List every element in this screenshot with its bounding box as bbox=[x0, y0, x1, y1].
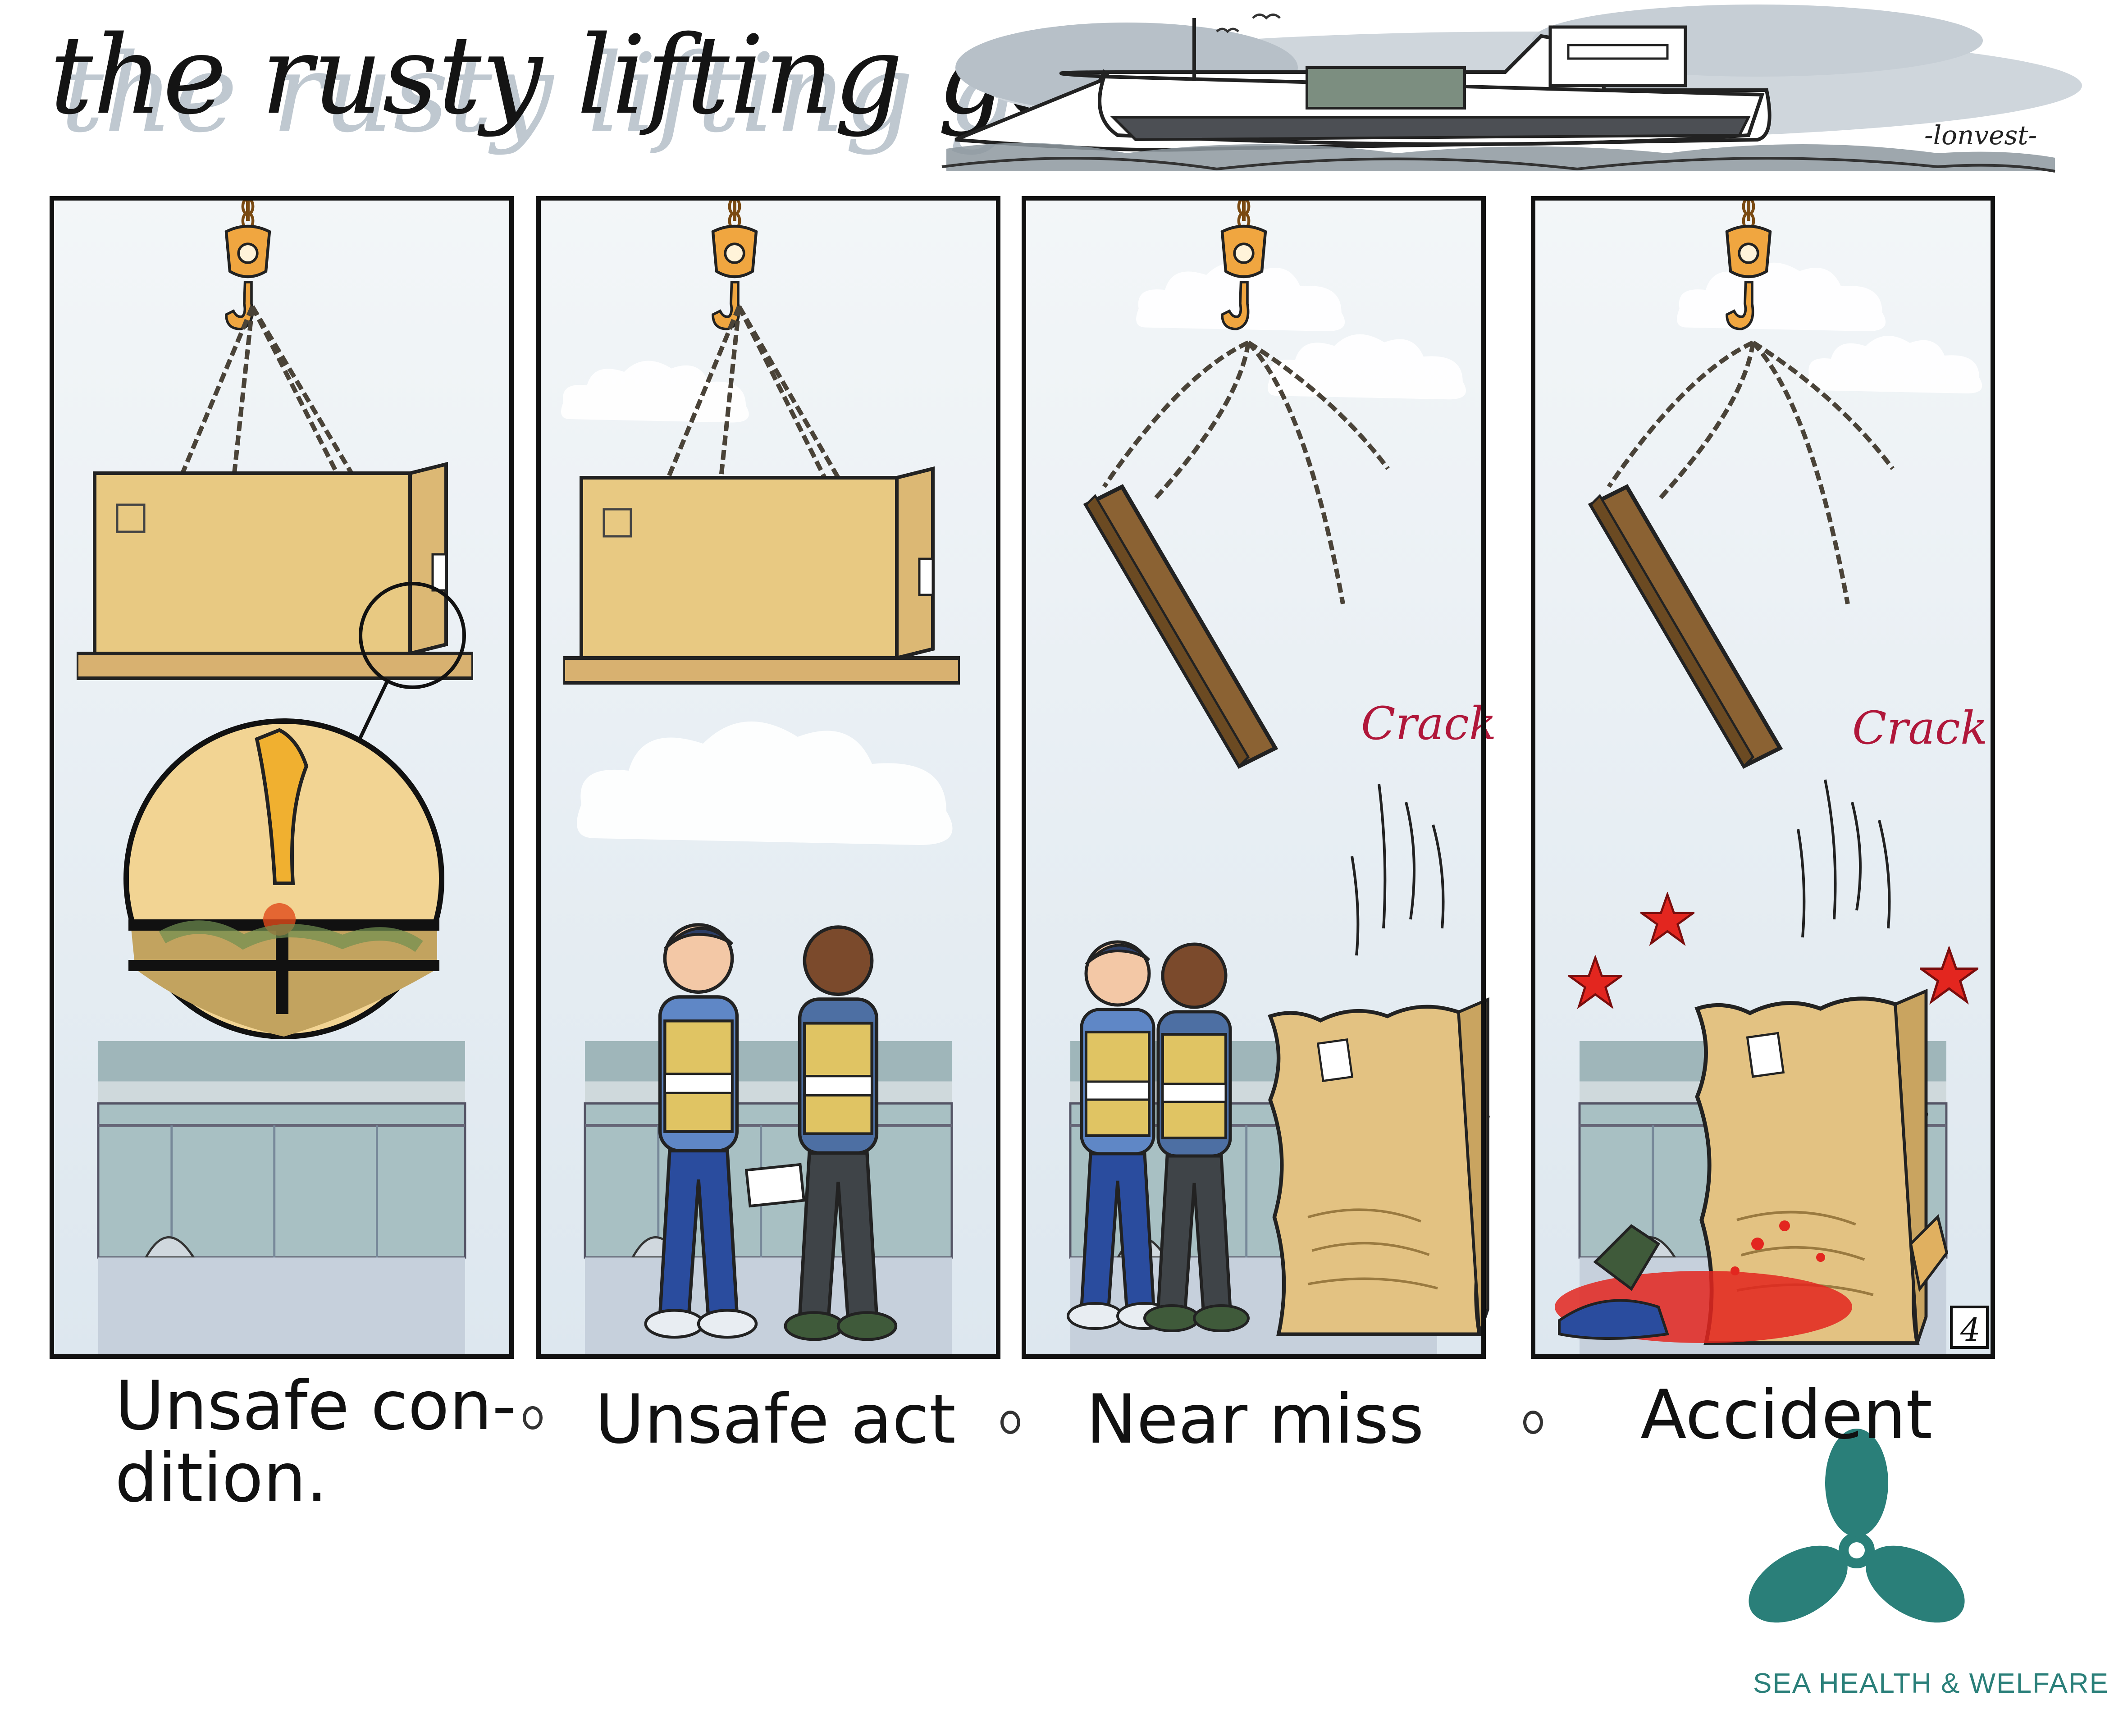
caption-accident: Accident bbox=[1640, 1376, 1932, 1454]
page-number-box bbox=[1950, 1306, 1989, 1349]
rust-closeup bbox=[123, 718, 444, 1039]
ship-illustration bbox=[941, 5, 2082, 173]
cargo-crate bbox=[563, 469, 960, 683]
panel-3: Crack bbox=[1024, 198, 1497, 1357]
separator-dot bbox=[1523, 1411, 1543, 1434]
broken-chains bbox=[1102, 340, 1390, 604]
brand-name: SEA HEALTH & WELFARE bbox=[1753, 1668, 2109, 1699]
caption-unsafe-condition-line2: dition. bbox=[115, 1439, 328, 1517]
artist-signature: -lonvest- bbox=[1924, 120, 2037, 151]
ship-railing bbox=[98, 1041, 465, 1357]
page-number: 4 bbox=[1960, 1311, 1981, 1348]
caption-near-miss: Near miss bbox=[1086, 1380, 1424, 1459]
motion-lines bbox=[1797, 779, 1891, 938]
broken-chains bbox=[1607, 340, 1895, 604]
crushed-crate bbox=[1270, 1000, 1488, 1334]
magnifier-ring bbox=[359, 582, 466, 689]
cargo-crate bbox=[77, 464, 473, 678]
caption-unsafe-act: Unsafe act bbox=[595, 1380, 956, 1459]
panel-borders bbox=[50, 196, 1995, 1359]
panel-4: Crack 4 bbox=[1533, 198, 1993, 1357]
crack-sound-text: Crack bbox=[1361, 697, 1497, 750]
caption-unsafe-condition-line1: Unsafe con- bbox=[115, 1367, 517, 1445]
panel-1 bbox=[52, 198, 511, 1357]
separator-dot bbox=[523, 1406, 543, 1430]
motion-lines bbox=[1351, 784, 1445, 956]
propeller-icon bbox=[1749, 1429, 1965, 1623]
panel-2 bbox=[539, 198, 998, 1357]
crushed-workers bbox=[1555, 1214, 1949, 1343]
crack-sound-text: Crack bbox=[1852, 702, 1988, 754]
separator-dot bbox=[1000, 1411, 1020, 1434]
caption-unsafe-condition: Unsafe con- dition. bbox=[115, 1370, 516, 1514]
